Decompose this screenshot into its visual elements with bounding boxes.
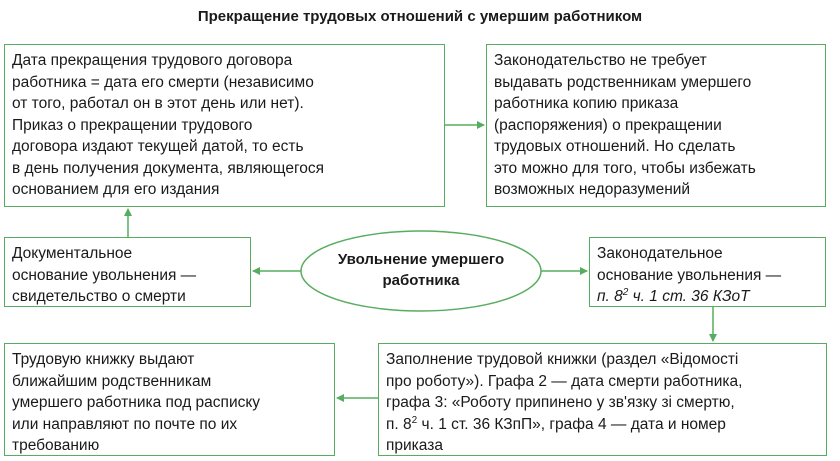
order-copy-box: Законодательство не требует выдавать род…	[486, 44, 826, 207]
box-line: работника = дата его смерти (независимо	[12, 73, 314, 91]
law-reference: п. 82 ч. 1 ст. 36 КЗоТ	[597, 286, 818, 308]
box-line: приказа	[386, 437, 443, 454]
law-ref-prefix: п. 8	[597, 288, 623, 305]
kzpp-ref-sup: 2	[411, 414, 418, 426]
box-line: Заполнение трудовой книжки (раздел «Відо…	[386, 351, 739, 368]
box-line: ближайшим родственникам	[12, 372, 212, 390]
box-line: это можно для того, чтобы избежать	[494, 159, 756, 177]
center-node-label: Увольнение умершего работника	[301, 249, 541, 291]
box-line: графа 3: «Роботу припинено у зв'язку зі …	[386, 394, 735, 411]
kzpp-ref-suffix: ч. 1 ст. 36 КЗпП», графа 4 — дата и номе…	[417, 415, 726, 433]
work-book-handover-box: Трудовую книжку выдают ближайшим родстве…	[4, 343, 335, 456]
work-book-filling-box: Заполнение трудовой книжки (раздел «Відо…	[378, 343, 827, 456]
law-ref-suffix: ч. 1 ст. 36 КЗоТ	[628, 288, 750, 305]
center-line-2: работника	[382, 272, 460, 289]
box-line: п. 82 ч. 1 ст. 36 КЗпП», графа 4 — дата …	[386, 414, 819, 436]
box-line: требованию	[12, 437, 100, 454]
box-line: Трудовую книжку выдают	[12, 351, 195, 368]
box-line: трудовых отношений. Но сделать	[494, 138, 736, 155]
legislative-basis-box: Законодательное основание увольнения — п…	[589, 237, 826, 307]
box-line: Документальное	[12, 245, 133, 262]
box-line: Законодательство не требует	[494, 52, 707, 69]
box-line: работника копию приказа	[494, 95, 679, 112]
box-line: от того, работал он в этот день или нет)…	[12, 95, 304, 112]
box-line: или направляют по почте по их	[12, 415, 238, 433]
termination-date-box: Дата прекращения трудового договора рабо…	[4, 44, 445, 207]
box-line: умершего работника под расписку	[12, 394, 261, 411]
box-line: (распоряжения) о прекращении	[494, 116, 722, 134]
box-line: Приказ о прекращении трудового	[12, 116, 253, 134]
box-line: основание увольнения —	[597, 266, 782, 284]
box-line: Дата прекращения трудового договора	[12, 52, 293, 69]
box-line: возможных недоразумений	[494, 181, 691, 198]
law-ref-sup: 2	[622, 286, 629, 298]
box-line: договора издают текущей датой, то есть	[12, 138, 304, 155]
diagram-title: Прекращение трудовых отношений с умершим…	[197, 8, 643, 25]
documentary-basis-box: Документальное основание увольнения — св…	[4, 237, 251, 307]
box-line: про роботу»). Графа 2 — дата смерти рабо…	[386, 372, 743, 390]
center-line-1: Увольнение умершего	[337, 251, 505, 268]
kzpp-ref-prefix: п. 8	[386, 415, 412, 433]
box-line: свидетельство о смерти	[12, 288, 186, 305]
box-line: Законодательное	[597, 245, 723, 262]
box-line: в день получения документа, являющегося	[12, 159, 325, 177]
box-line: основанием для его издания	[12, 181, 220, 198]
box-line: основание увольнения —	[12, 266, 197, 284]
box-line: выдавать родственникам умершего	[494, 73, 752, 91]
